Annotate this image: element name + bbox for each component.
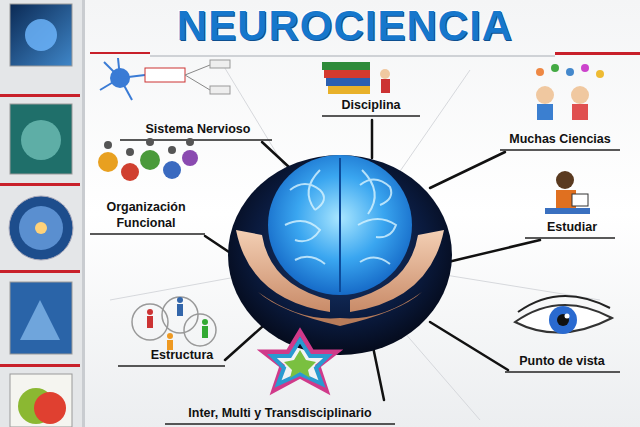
topic-label: Inter, Multi y Transdisciplinario bbox=[188, 405, 371, 421]
topic-label: Estructura bbox=[151, 347, 214, 363]
topic-label: Sistema Nervioso bbox=[146, 121, 251, 137]
title: NEUROCIENCIA bbox=[140, 2, 550, 50]
topic-label: Disciplina bbox=[341, 97, 400, 113]
topic-label: Organización Funcional bbox=[96, 199, 196, 231]
topic-label: Muchas Ciencias bbox=[509, 131, 610, 147]
topic-label: Estudiar bbox=[547, 219, 597, 235]
topic-label: Punto de vista bbox=[519, 353, 604, 369]
